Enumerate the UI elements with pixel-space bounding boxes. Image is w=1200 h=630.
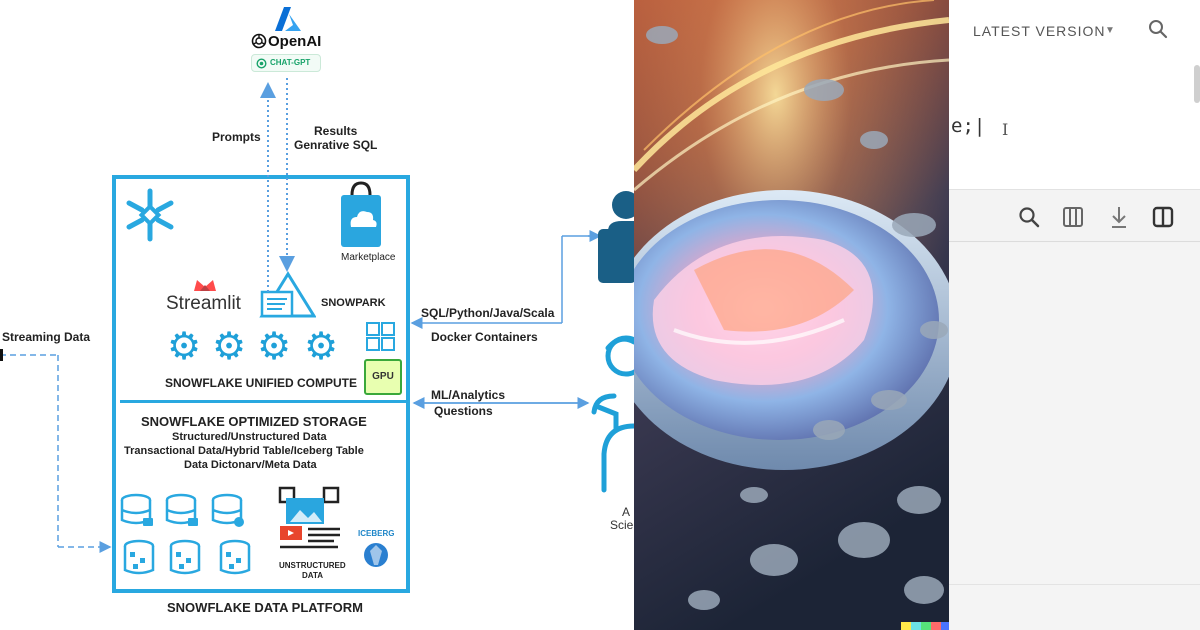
connector-arrows [0, 78, 602, 553]
questions-label: Questions [434, 404, 493, 418]
ml-analytics-label: ML/Analytics [431, 388, 506, 402]
results-area [949, 243, 1200, 630]
gpu-label: GPU [372, 371, 394, 382]
compute-gear-icon: ⚙ [212, 324, 247, 368]
text-cursor-icon: I [1002, 120, 1009, 139]
developer-laptop-icon [598, 191, 634, 283]
compute-gear-icon: ⚙ [167, 324, 202, 368]
panel-divider [949, 584, 1200, 585]
streamlit-crown-icon [194, 280, 216, 291]
docker-label: Docker Containers [431, 330, 538, 344]
chatgpt-badge: CHAT-GPT [251, 54, 321, 72]
openai-logo-icon [251, 33, 267, 49]
snowpark-label: SNOWPARK [321, 297, 386, 309]
architecture-diagram: OpenAI CHAT-GPT Prompts Results Genrativ… [0, 7, 634, 615]
storage-line: Structured/Unstructured Data [172, 431, 327, 443]
storage-line: Data Dictonarv/Meta Data [184, 459, 317, 471]
streaming-data-label: Streaming Data [2, 330, 91, 344]
marketplace-label: Marketplace [341, 252, 396, 263]
results-label: Results [314, 124, 358, 138]
results-toolbar [949, 189, 1200, 242]
snowflake-logo-icon [126, 188, 174, 242]
prompts-label: Prompts [212, 130, 261, 144]
unified-compute-label: SNOWFLAKE UNIFIED COMPUTE [165, 376, 357, 390]
unstructured-label: UNSTRUCTURED [279, 561, 346, 570]
chatgpt-icon [256, 58, 267, 69]
chatgpt-label: CHAT-GPT [270, 58, 311, 67]
database-lock-icon [120, 493, 152, 525]
columns-icon[interactable] [1059, 203, 1087, 231]
compute-storage-divider [120, 400, 410, 403]
partial-role-label: Scie [610, 518, 634, 532]
streamlit-label: Streamlit [166, 293, 241, 314]
surreal-bowl-image [634, 0, 949, 630]
chevron-down-icon[interactable]: ▼ [1105, 25, 1115, 36]
editor-panel: LATEST VERSION ▼ e;| I [949, 0, 1200, 630]
storage-line: Transactional Data/Hybrid Table/Iceberg … [124, 445, 364, 457]
compute-gear-icon: ⚙ [304, 324, 339, 368]
gpu-chip-icon: GPU [364, 359, 402, 395]
data-scientist-icon [591, 335, 634, 493]
unstructured-data-label: DATA [302, 571, 324, 580]
iceberg-label: ICEBERG [358, 529, 395, 538]
containers-icon [366, 322, 395, 351]
languages-label: SQL/Python/Java/Scala [421, 306, 555, 320]
ai-generated-artwork [634, 0, 949, 630]
snowpark-icon [259, 271, 316, 318]
database-icons [120, 493, 251, 575]
generative-sql-label: Genrative SQL [294, 138, 378, 152]
azure-logo-icon [275, 7, 301, 31]
iceberg-icon [364, 543, 388, 567]
database-lock-icon [165, 493, 197, 525]
unstructured-data-icon [278, 486, 340, 549]
editor-header: LATEST VERSION ▼ e;| I [949, 0, 1200, 189]
download-icon[interactable] [1105, 203, 1133, 231]
openai-label: OpenAI [268, 33, 322, 50]
version-selector[interactable]: LATEST VERSION [973, 23, 1106, 39]
scrollbar-thumb[interactable] [1194, 65, 1200, 103]
database-sync-icon [211, 493, 243, 525]
code-editor-text[interactable]: e;| [951, 115, 986, 137]
compute-gear-icon: ⚙ [257, 324, 292, 368]
marketplace-bag-icon [341, 181, 381, 247]
split-view-icon[interactable] [1149, 203, 1177, 231]
partial-role-label: A [622, 505, 631, 519]
platform-label: SNOWFLAKE DATA PLATFORM [167, 600, 363, 615]
search-icon[interactable] [1145, 16, 1171, 42]
storage-title: SNOWFLAKE OPTIMIZED STORAGE [141, 414, 367, 429]
search-icon[interactable] [1015, 203, 1043, 231]
